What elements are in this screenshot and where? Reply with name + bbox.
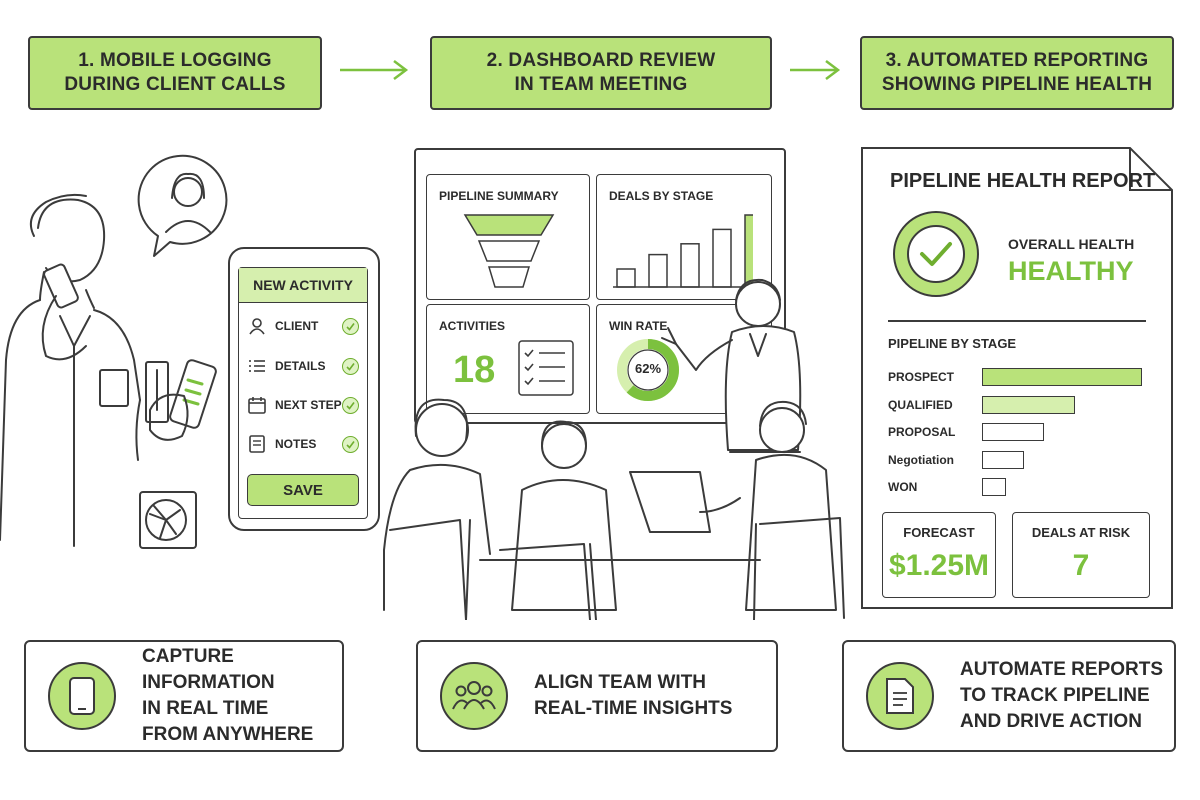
step-2-header: 2. DASHBOARD REVIEW IN TEAM MEETING xyxy=(430,36,772,110)
stage-bar xyxy=(982,450,1024,469)
deals-at-risk-label: DEALS AT RISK xyxy=(1031,525,1131,540)
overall-health-label: OVERALL HEALTH xyxy=(1008,236,1135,252)
pipeline-summary-title: PIPELINE SUMMARY xyxy=(439,189,559,203)
stage-bar xyxy=(982,368,1142,386)
deals-at-risk-card: DEALS AT RISK 7 xyxy=(1012,512,1150,598)
deals-at-risk-value: 7 xyxy=(1072,549,1090,582)
caption-2-line-1: ALIGN TEAM WITH xyxy=(534,672,707,693)
man-on-phone-illustration xyxy=(0,154,228,549)
stage-bar xyxy=(982,478,1006,496)
stage-label: QUALIFIED xyxy=(888,397,953,412)
arrow-right-icon xyxy=(340,60,409,80)
report-divider xyxy=(888,320,1146,322)
new-activity-title: NEW ACTIVITY xyxy=(239,268,367,303)
save-button[interactable]: SAVE xyxy=(247,474,359,506)
check-icon xyxy=(342,435,359,453)
check-icon xyxy=(342,317,359,335)
overall-health-value: HEALTHY xyxy=(1008,256,1134,286)
deals-by-stage-panel: DEALS BY STAGE xyxy=(596,174,772,300)
report-title: PIPELINE HEALTH REPORT xyxy=(890,170,1156,192)
step-1-header: 1. MOBILE LOGGING DURING CLIENT CALLS xyxy=(28,36,322,110)
dashboard-monitor: PIPELINE SUMMARY DEALS BY STAGE ACTIVITI… xyxy=(414,148,786,424)
phone-row-label: CLIENT xyxy=(275,319,319,333)
caption-1-line-3: FROM ANYWHERE xyxy=(142,724,314,745)
stage-label: PROSPECT xyxy=(888,370,955,384)
activities-value: 18 xyxy=(453,349,496,391)
team-meeting-illustration xyxy=(383,278,845,620)
deals-bar-chart xyxy=(613,214,753,288)
phone-row-label: NOTES xyxy=(275,437,317,451)
caption-3-line-1: AUTOMATE REPORTS xyxy=(960,659,1164,680)
phone-row-next-step[interactable]: NEXT STEP xyxy=(247,394,359,416)
caption-capture: CAPTURE INFORMATION IN REAL TIME FROM ANYW… xyxy=(24,640,344,752)
phone-row-notes[interactable]: NOTES xyxy=(247,433,359,455)
phone-row-label: DETAILS xyxy=(275,359,326,373)
win-rate-donut xyxy=(617,339,679,401)
caption-1-line-1: CAPTURE INFORMATION xyxy=(142,646,275,693)
check-icon xyxy=(342,357,359,375)
caption-3-line-2: TO TRACK PIPELINE xyxy=(960,685,1150,706)
stage-label: Negotiation xyxy=(888,452,954,467)
phone-row-label: NEXT STEP xyxy=(275,398,342,412)
pipeline-by-stage-heading: PIPELINE BY STAGE xyxy=(888,336,1017,351)
step-1-line-2: DURING CLIENT CALLS xyxy=(64,74,286,95)
document-icon xyxy=(866,662,934,730)
forecast-card: FORECAST $1.25M xyxy=(882,512,996,598)
step-3-line-1: 3. AUTOMATED REPORTING xyxy=(885,50,1149,71)
caption-automate: AUTOMATE REPORTS TO TRACK PIPELINE AND DRI… xyxy=(842,640,1176,752)
document-icon xyxy=(249,435,265,453)
stage-bar xyxy=(982,395,1075,414)
donut-arc xyxy=(617,339,679,401)
step-2-line-1: 2. DASHBOARD REVIEW xyxy=(486,50,716,71)
mobile-phone: NEW ACTIVITY CLIENT DETAILS NEXT STEP NO… xyxy=(228,247,380,531)
activities-panel: ACTIVITIES 18 xyxy=(426,304,590,414)
phone-row-client[interactable]: CLIENT xyxy=(247,315,359,337)
deals-bar xyxy=(744,214,753,288)
phone-row-details[interactable]: DETAILS xyxy=(247,355,359,377)
stage-bar xyxy=(982,423,1045,441)
check-icon xyxy=(342,396,359,414)
activities-title: ACTIVITIES xyxy=(439,319,506,333)
team-icon xyxy=(440,662,508,730)
user-icon xyxy=(249,318,265,335)
deals-by-stage-title: DEALS BY STAGE xyxy=(609,189,714,203)
arrow-right-icon xyxy=(790,60,841,80)
step-3-header: 3. AUTOMATED REPORTING SHOWING PIPELINE H… xyxy=(860,36,1174,110)
step-3-line-2: SHOWING PIPELINE HEALTH xyxy=(881,74,1153,95)
caption-3-line-3: AND DRIVE ACTION xyxy=(960,711,1142,732)
list-icon xyxy=(249,360,265,372)
pipeline-summary-panel: PIPELINE SUMMARY xyxy=(426,174,590,300)
win-rate-title: WIN RATE xyxy=(609,319,668,333)
step-1-line-1: 1. MOBILE LOGGING xyxy=(78,50,272,71)
forecast-label: FORECAST xyxy=(903,525,975,540)
step-2-line-2: IN TEAM MEETING xyxy=(514,74,688,95)
caption-2-line-2: REAL-TIME INSIGHTS xyxy=(534,698,733,719)
pipeline-health-report: PIPELINE HEALTH REPORT OVERALL HEALTH HE… xyxy=(860,146,1174,610)
phone-screen: NEW ACTIVITY CLIENT DETAILS NEXT STEP NO… xyxy=(238,267,368,519)
smartphone-icon xyxy=(48,662,116,730)
stage-label: WON xyxy=(888,480,918,494)
funnel-icon xyxy=(463,214,555,288)
caption-1-line-2: IN REAL TIME xyxy=(142,698,269,719)
donut-center xyxy=(627,349,669,391)
win-rate-panel: WIN RATE 62% xyxy=(596,304,772,414)
calendar-icon xyxy=(248,397,266,414)
forecast-value: $1.25M xyxy=(888,549,990,582)
checklist-icon xyxy=(518,340,574,396)
win-rate-value: 62% xyxy=(634,361,662,376)
caption-align: ALIGN TEAM WITH REAL-TIME INSIGHTS xyxy=(416,640,778,752)
stage-label: PROPOSAL xyxy=(888,425,956,439)
health-check-icon xyxy=(893,211,979,297)
